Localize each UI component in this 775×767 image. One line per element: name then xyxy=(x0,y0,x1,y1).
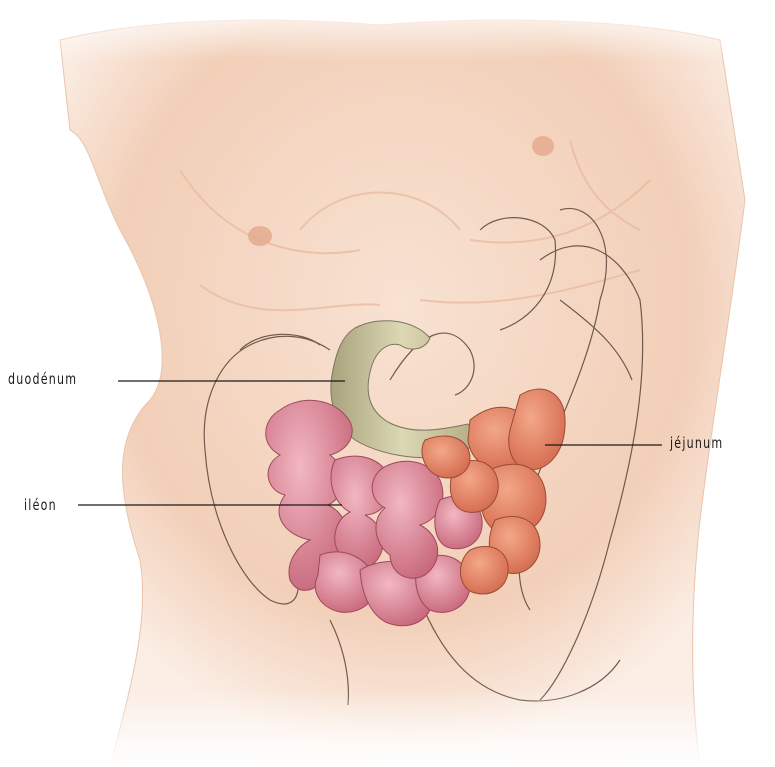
jejunum-label: jéjunum xyxy=(670,434,723,452)
ileum-label: iléon xyxy=(24,496,57,514)
top-fade xyxy=(0,0,775,60)
duodenum-label: duodénum xyxy=(8,370,77,388)
bottom-fade xyxy=(0,690,775,767)
left-nipple xyxy=(248,226,272,246)
right-nipple xyxy=(532,136,554,156)
torso xyxy=(60,20,745,767)
